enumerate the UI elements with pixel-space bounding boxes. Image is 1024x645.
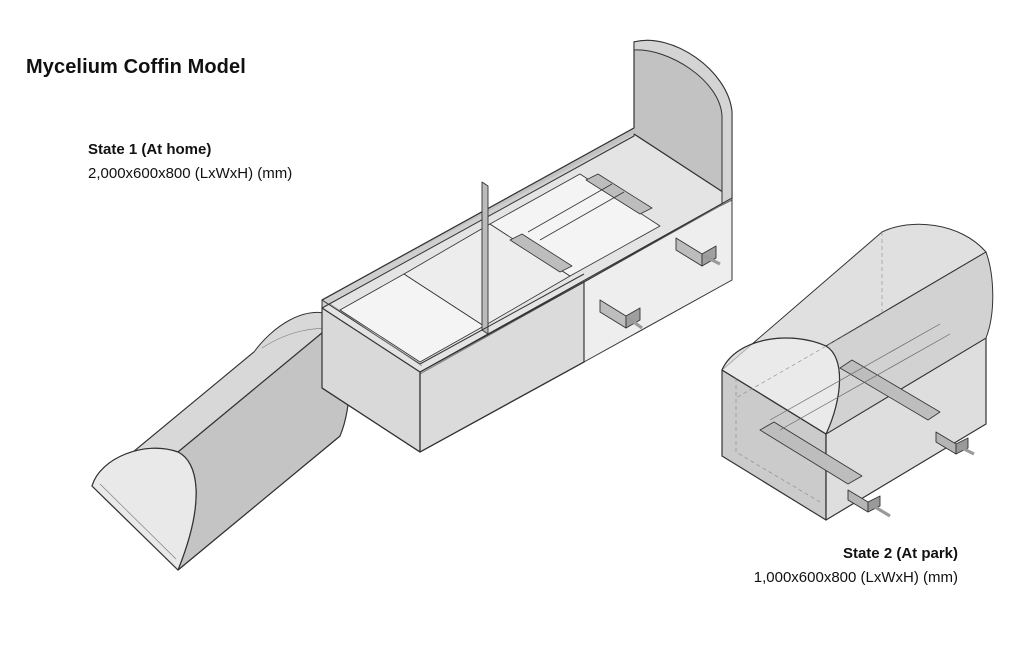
- state-1-name: State 1 (At home): [88, 141, 212, 158]
- state-1-label: State 1 (At home) 2,000x600x800 (LxWxH) …: [88, 138, 292, 186]
- detached-lid: [91, 312, 351, 571]
- diagram-title: Mycelium Coffin Model: [26, 56, 246, 78]
- state-2-dimensions: 1,000x600x800 (LxWxH) (mm): [753, 569, 958, 586]
- state-2-name: State 2 (At park): [842, 545, 958, 562]
- long-open-box: [321, 39, 733, 453]
- compact-closed-box: [721, 223, 994, 521]
- state-2-label: State 2 (At park) 1,000x600x800 (LxWxH) …: [754, 542, 958, 590]
- state-1-dimensions: 2,000x600x800 (LxWxH) (mm): [88, 165, 293, 182]
